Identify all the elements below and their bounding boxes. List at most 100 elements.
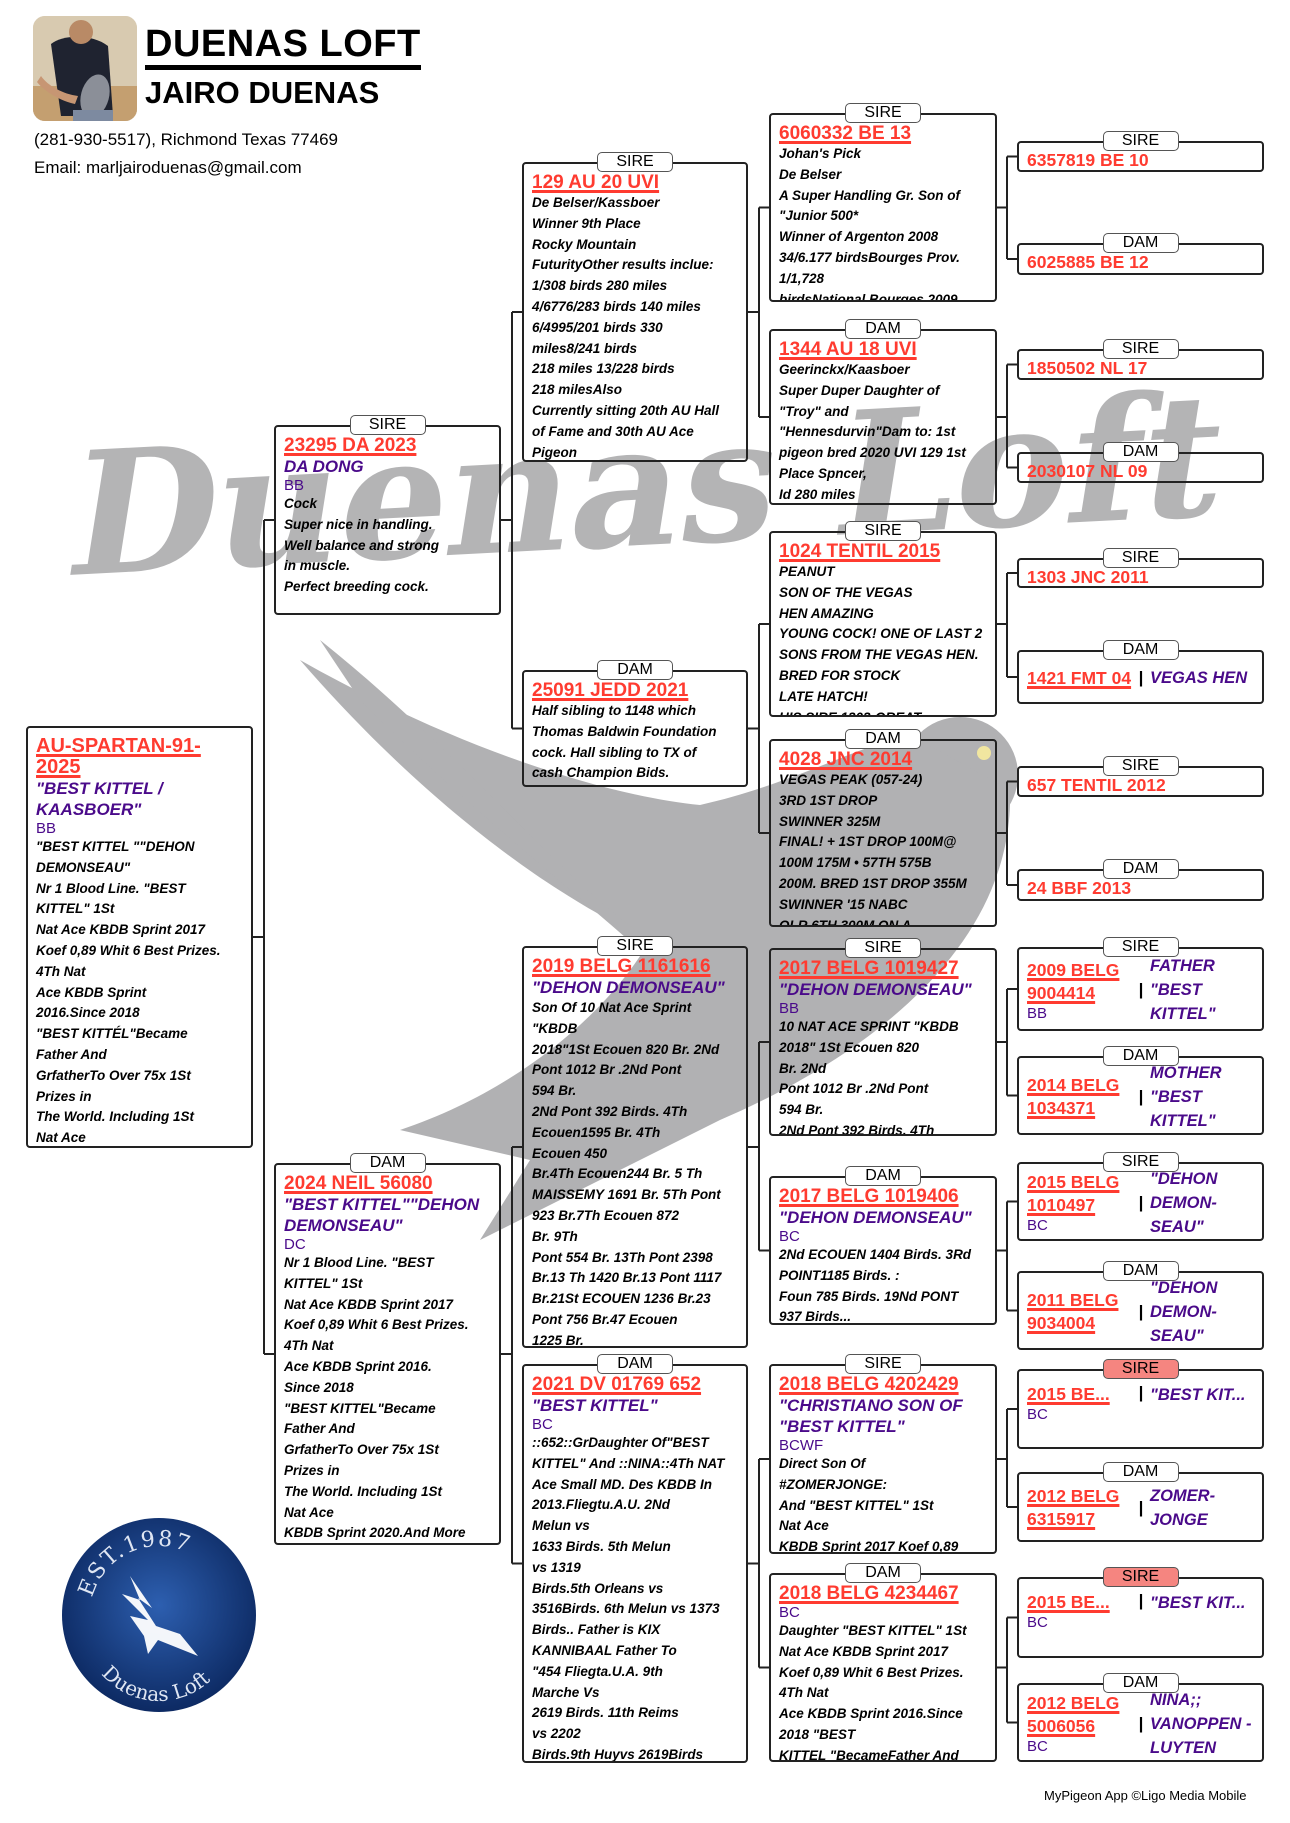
note-line: Father And xyxy=(284,1421,355,1437)
ring-number[interactable]: 2011 BELG 9034004 xyxy=(1027,1289,1119,1333)
note-line: KITTEL" And ::NINA::4Th NAT xyxy=(532,1455,725,1471)
ring-number[interactable]: 2024 NEIL 56080 xyxy=(284,1173,433,1194)
ring-number[interactable]: 24 BBF 2013 xyxy=(1027,878,1132,898)
note-line: Ecouen1595 Br. 4Th xyxy=(532,1124,661,1140)
ring-number[interactable]: 2009 BELG 9004414 xyxy=(1027,959,1120,1003)
ring-number[interactable]: 23295 DA 2023 xyxy=(284,435,417,456)
sire-label: SIRE xyxy=(1102,937,1179,957)
note-line: Super Duper Daughter of xyxy=(779,382,940,398)
ring-number[interactable]: 2015 BE... xyxy=(1027,1384,1110,1404)
dam-label: DAM xyxy=(845,319,921,339)
ring-number[interactable]: 2012 BELG 5006056 xyxy=(1027,1693,1120,1736)
footer-credit: MyPigeon App ©Ligo Media Mobile xyxy=(1044,1788,1247,1803)
note-line: "Hennesdurvin"Dam to: 1st xyxy=(779,424,956,440)
ring-number[interactable]: 2021 DV 01769 652 xyxy=(532,1374,702,1395)
card-content: 2015 BE...BC|"BEST KIT... xyxy=(1019,1371,1262,1447)
card-content: 2019 BELG 1161616"DEHON DEMONSEAU"Son Of… xyxy=(524,948,746,1346)
note-line: Foun 785 Birds. 19Nd PONT xyxy=(779,1288,959,1304)
ring-number[interactable]: 25091 JEDD 2021 xyxy=(532,680,689,701)
pedigree-card-subject[interactable]: AU-SPARTAN-91-2025"BEST KITTEL / KAASBOE… xyxy=(26,726,253,1148)
ring-number[interactable]: 2019 BELG 1161616 xyxy=(532,956,711,977)
note-line: Pont 1012 Br .2Nd Pont xyxy=(779,1081,929,1097)
card-content: 2021 DV 01769 652"BEST KITTEL"BC::652::G… xyxy=(524,1366,746,1761)
note-line: Direct Son Of xyxy=(779,1456,866,1471)
name-column: "DEHON DEMON-SEAU" xyxy=(1150,1167,1254,1239)
note-line: 2Nd Pont 392 Birds. 4Th xyxy=(779,1122,935,1134)
ring-number[interactable]: 1024 TENTIL 2015 xyxy=(779,541,941,562)
ring-number[interactable]: 1850502 NL 17 xyxy=(1027,358,1148,378)
ring-number[interactable]: 2018 BELG 4202429 xyxy=(779,1374,959,1395)
ring-number[interactable]: 1344 AU 18 UVI xyxy=(779,339,917,360)
ring-number[interactable]: 2017 BELG 1019427 xyxy=(779,958,959,979)
ring-number[interactable]: 657 TENTIL 2012 xyxy=(1027,775,1166,795)
ring-number[interactable]: 2018 BELG 4234467 xyxy=(779,1583,959,1604)
sire-label: SIRE xyxy=(597,936,673,956)
card-content: 2015 BE...BC|"BEST KIT... xyxy=(1019,1579,1262,1656)
note-line: Pont 756 Br.47 Ecouen xyxy=(532,1311,678,1327)
ring-number[interactable]: 6025885 BE 12 xyxy=(1027,252,1149,272)
note-line: Nat Ace xyxy=(284,1504,334,1520)
note-line: Koef 0,89 Whit 6 Best Prizes. xyxy=(36,942,221,958)
ring-column: 2015 BE...BC xyxy=(1027,1581,1132,1631)
note-line: vs 1319 xyxy=(532,1559,581,1575)
ring-column: 2012 BELG 6315917 xyxy=(1027,1485,1132,1531)
note-line: Nat Ace KBDB Sprint 2017 xyxy=(779,1643,949,1659)
name-column: "BEST KIT... xyxy=(1150,1373,1254,1407)
note-line: KITTEL" 1St xyxy=(284,1275,363,1291)
ring-number[interactable]: 4028 JNC 2014 xyxy=(779,749,913,770)
dam-label: DAM xyxy=(1102,640,1179,660)
ring-number[interactable]: 2012 BELG 6315917 xyxy=(1027,1486,1120,1529)
ring-number[interactable]: AU-SPARTAN-91-2025 xyxy=(36,735,201,778)
note-line: POINT1185 Birds. : xyxy=(779,1267,900,1283)
ring-number[interactable]: 1303 JNC 2011 xyxy=(1027,567,1149,587)
note-line: 1225 Br. xyxy=(532,1332,584,1346)
color-code: DC xyxy=(284,1236,306,1253)
ring-number[interactable]: 2015 BELG 1010497 xyxy=(1027,1172,1120,1215)
ring-number[interactable]: 129 AU 20 UVI xyxy=(532,172,660,193)
ring-number[interactable]: 1421 FMT 04 xyxy=(1027,667,1132,688)
ring-number[interactable]: 2015 BE... xyxy=(1027,1592,1110,1612)
ring-number[interactable]: 2030107 NL 09 xyxy=(1027,461,1148,481)
pigeon-name: MOTHER "BEST KITTEL" xyxy=(1150,1063,1222,1130)
owner-photo xyxy=(33,16,137,121)
ring-number[interactable]: 2014 BELG 1034371 xyxy=(1027,1074,1120,1118)
card-content: 1303 JNC 2011 xyxy=(1019,560,1262,587)
note-line: ::652::GrDaughter Of"BEST xyxy=(532,1435,709,1450)
note-line: 3RD 1ST DROP xyxy=(779,792,878,808)
ring-number[interactable]: 6357819 BE 10 xyxy=(1027,150,1149,170)
ring-number[interactable]: 2017 BELG 1019406 xyxy=(779,1186,959,1207)
ring-number[interactable]: 6060332 BE 13 xyxy=(779,123,912,144)
